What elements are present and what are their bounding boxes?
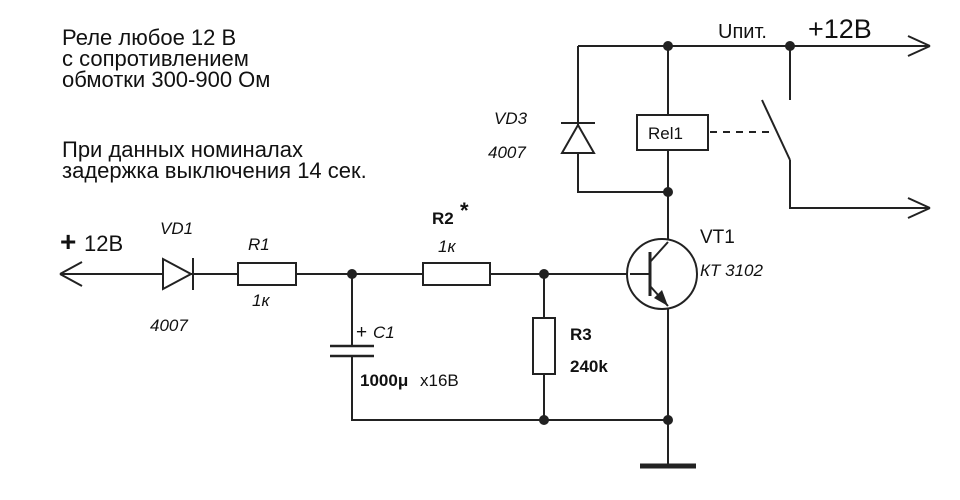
vd1-diode — [162, 257, 194, 291]
r3-resistor — [532, 317, 556, 375]
vt1-name-label: VT1 — [700, 227, 735, 248]
supply-voltage-label: +12В — [808, 14, 872, 44]
vt1-transistor — [626, 238, 698, 310]
r1-name-label: R1 — [248, 235, 270, 254]
vd3-type-label: 4007 — [488, 143, 526, 162]
c1-name-label: C1 — [373, 323, 395, 342]
vd1-type-label: 4007 — [150, 316, 188, 335]
relay-note-line-2: с сопротивлением — [62, 46, 249, 71]
c1-voltage-label: x16В — [420, 371, 459, 390]
junction-dot — [663, 187, 673, 197]
r2-resistor — [422, 262, 491, 286]
relay-note-line-1: Реле любое 12 В — [62, 25, 237, 50]
vd3-diode — [560, 115, 596, 155]
junction-dot — [663, 415, 673, 425]
vd1-name-label: VD1 — [160, 219, 193, 238]
c1-value-label: 1000μ — [360, 371, 408, 390]
supply-arrow — [907, 35, 931, 57]
r2-star-label: * — [460, 198, 469, 223]
c1-plus-label: + — [356, 322, 367, 343]
output-arrow — [907, 197, 931, 219]
junction-dot — [347, 269, 357, 279]
junction-dot — [539, 269, 549, 279]
r3-name-label: R3 — [570, 325, 592, 344]
vd3-name-label: VD3 — [494, 109, 528, 128]
r1-value-label: 1к — [252, 291, 270, 310]
main-wires — [60, 45, 930, 466]
r2-name-label: R2 — [432, 209, 454, 228]
input-voltage-label: 12В — [84, 231, 123, 256]
junction-dot — [663, 41, 673, 51]
junctions — [347, 41, 795, 425]
relay-note-line-3: обмотки 300-900 Ом — [62, 67, 271, 92]
junction-dot — [539, 415, 549, 425]
vt1-type-label: КТ 3102 — [700, 261, 763, 280]
supply-name-label: Uпит. — [718, 21, 767, 43]
r1-resistor — [237, 262, 297, 286]
junction-dot — [785, 41, 795, 51]
delay-note-line-2: задержка выключения 14 сек. — [62, 158, 367, 183]
r2-value-label: 1к — [438, 237, 456, 256]
relay-contact — [761, 99, 791, 161]
c1-capacitor — [330, 344, 374, 358]
rel1-coil — [636, 114, 709, 151]
input-arrow — [59, 261, 83, 287]
rel1-label: Rel1 — [648, 124, 683, 143]
input-sign-label: + — [60, 226, 76, 257]
r3-value-label: 240k — [570, 357, 608, 376]
delay-note-line-1: При данных номиналах — [62, 137, 304, 162]
